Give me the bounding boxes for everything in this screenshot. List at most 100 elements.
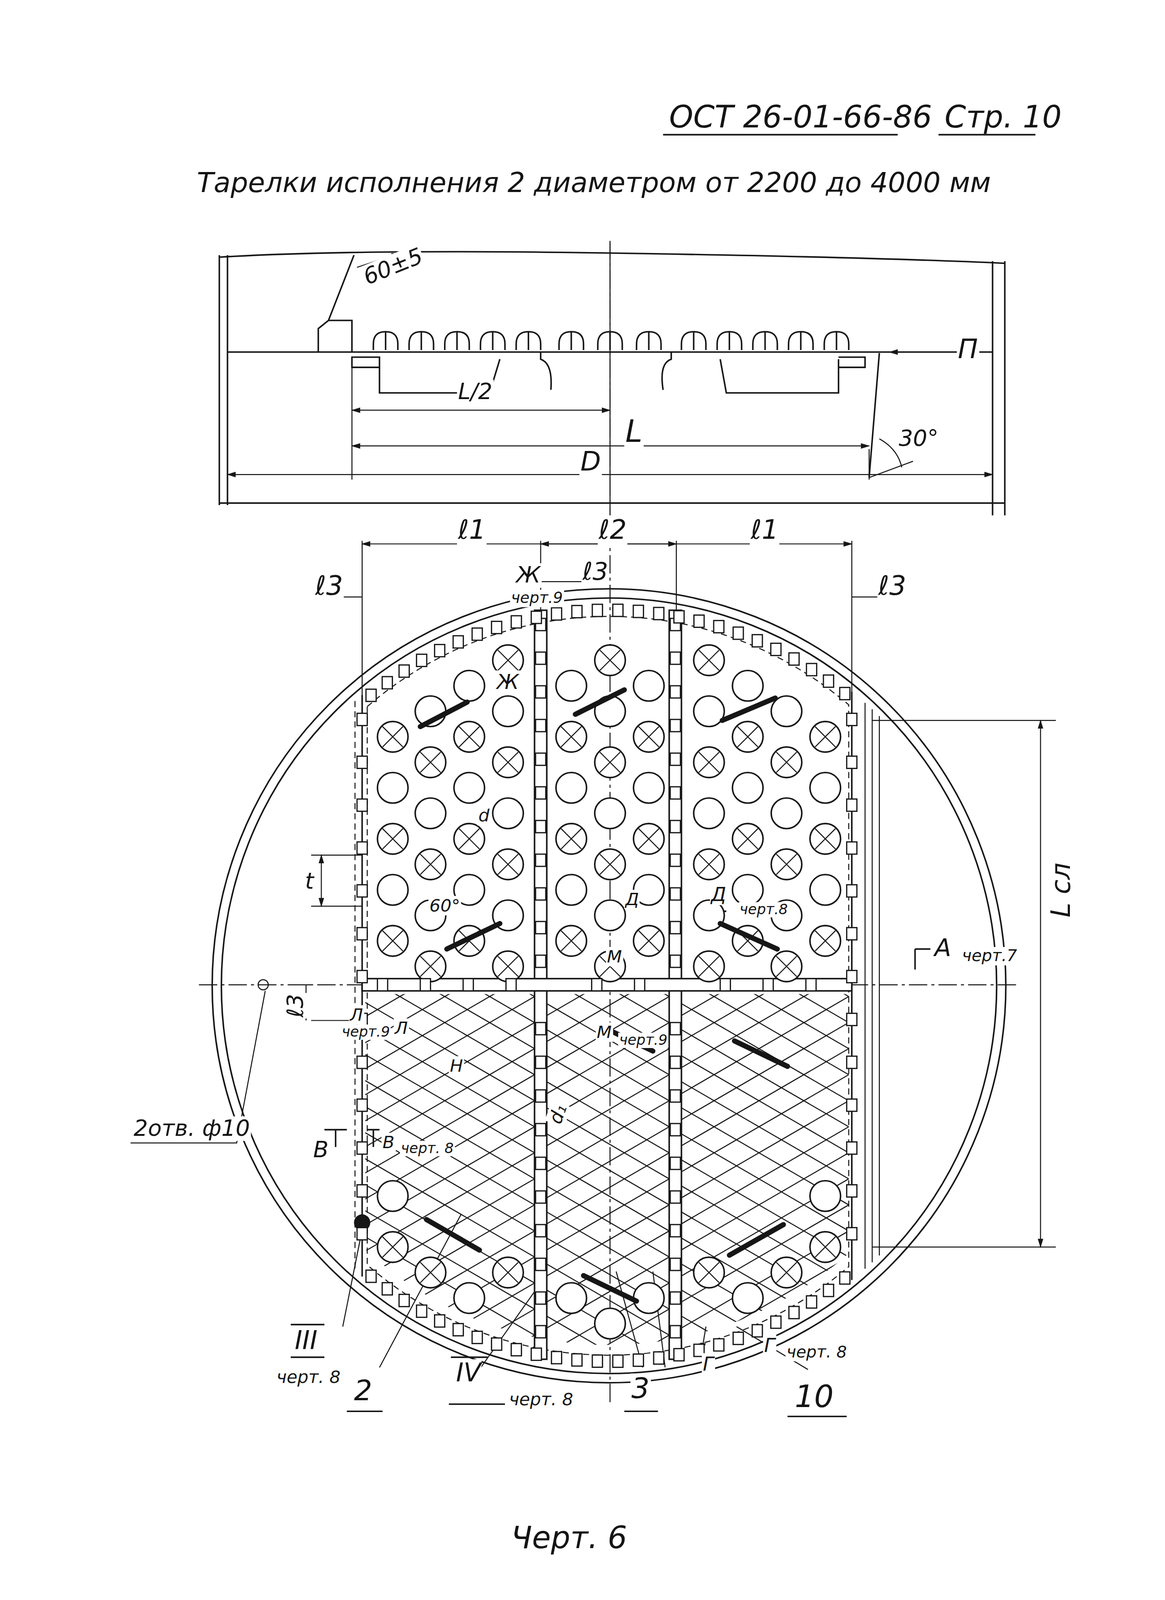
clamp	[720, 978, 731, 991]
cap-symbol	[453, 823, 485, 854]
drawing-label: черт.7	[960, 946, 1019, 965]
cap-symbol	[693, 950, 725, 982]
cap-symbol	[810, 925, 841, 956]
bubble-cap	[824, 331, 849, 350]
cap-symbol	[492, 950, 524, 982]
drawing-label: Л	[393, 1018, 409, 1038]
cap-circle	[771, 1256, 802, 1288]
cap-circle	[492, 848, 524, 880]
cap-circle	[555, 721, 587, 752]
drawing-line	[221, 597, 997, 1373]
hatch-line	[306, 565, 919, 921]
drawing-label: В	[312, 1137, 330, 1162]
hatch-line	[306, 1112, 919, 1468]
hatch-line	[306, 212, 919, 568]
clamp	[670, 1257, 681, 1271]
cap-circle	[693, 848, 725, 880]
cap-circle	[633, 772, 665, 803]
cap-circle	[732, 772, 763, 803]
drawing-line	[306, 148, 919, 1600]
cap-cross	[776, 853, 797, 875]
clamp	[535, 1089, 546, 1102]
clamp	[357, 841, 368, 854]
hatch-line	[306, 825, 919, 1181]
cap-symbol	[633, 670, 665, 701]
cap-symbol	[492, 848, 524, 880]
drawing-label: П	[956, 334, 979, 364]
clamp	[453, 635, 464, 648]
drawing-label: 10	[793, 1379, 835, 1413]
drawing-line	[373, 331, 849, 350]
hatch-line	[306, 357, 919, 712]
clamp	[846, 841, 857, 854]
clamp	[846, 927, 857, 940]
plan-view	[130, 148, 1056, 1600]
hatch-line	[306, 291, 919, 646]
drawing-line	[320, 854, 322, 906]
cap-cross	[638, 726, 660, 747]
drawing-label: III	[293, 1326, 319, 1355]
clamp	[670, 853, 681, 867]
cap-circle	[810, 823, 841, 854]
cap-symbol	[810, 1231, 841, 1262]
cap-cross	[815, 828, 836, 849]
cap-circle	[555, 1282, 587, 1313]
cap-circle	[415, 746, 446, 778]
hatch-line	[306, 591, 919, 947]
clamp	[398, 664, 409, 677]
clamp	[846, 1227, 857, 1240]
clamp	[535, 1156, 546, 1170]
cap-circle	[594, 797, 626, 829]
drawing-label: черт. 8	[785, 1342, 848, 1361]
clamp	[535, 1291, 546, 1304]
cap-circle	[415, 1256, 446, 1288]
cap-cross	[698, 1261, 720, 1283]
clamp	[357, 1184, 368, 1197]
clamp	[535, 853, 546, 867]
clamp	[806, 978, 817, 991]
cap-cross	[497, 649, 519, 671]
clamp	[670, 1291, 681, 1304]
drawing-line	[663, 133, 1036, 136]
clamp	[551, 1351, 562, 1364]
hatch-line	[306, 305, 919, 661]
hatch-line	[306, 473, 919, 828]
clamp	[491, 620, 502, 634]
cap-symbol	[377, 721, 409, 752]
hatch-line	[306, 317, 919, 672]
cap-cross	[458, 828, 480, 849]
clamp	[531, 610, 542, 624]
cap-circle	[810, 772, 841, 803]
clamp	[670, 1022, 681, 1035]
drawing-title: Тарелки исполнения 2 диаметром от 2200 д…	[196, 167, 993, 198]
clamp	[788, 652, 799, 666]
cap-symbol	[771, 950, 802, 982]
hatch-line	[306, 1175, 919, 1531]
cap-symbol	[810, 772, 841, 803]
cap-symbol	[453, 772, 485, 803]
clamp	[670, 786, 681, 799]
bubble-cap	[408, 331, 434, 350]
cap-circle	[377, 925, 409, 956]
hatch-line	[306, 1202, 919, 1558]
clamp	[846, 970, 857, 983]
clamp	[535, 921, 546, 934]
clamp	[846, 1184, 857, 1197]
cap-symbol	[555, 772, 587, 803]
hatch-line	[306, 1320, 919, 1600]
clamp	[535, 820, 546, 833]
drawing-label: 2отв. ф10	[132, 1115, 252, 1141]
bubble-cap	[681, 331, 707, 350]
clamp	[382, 1282, 393, 1295]
clamp	[535, 786, 546, 799]
clamp	[535, 1055, 546, 1069]
cap-circle	[732, 721, 763, 752]
joint-bar	[575, 689, 625, 715]
cap-circle	[453, 772, 485, 803]
clamp	[846, 884, 857, 897]
cap-symbol	[732, 1282, 763, 1313]
drawing-line	[872, 720, 1056, 1247]
cap-circle	[633, 823, 665, 854]
